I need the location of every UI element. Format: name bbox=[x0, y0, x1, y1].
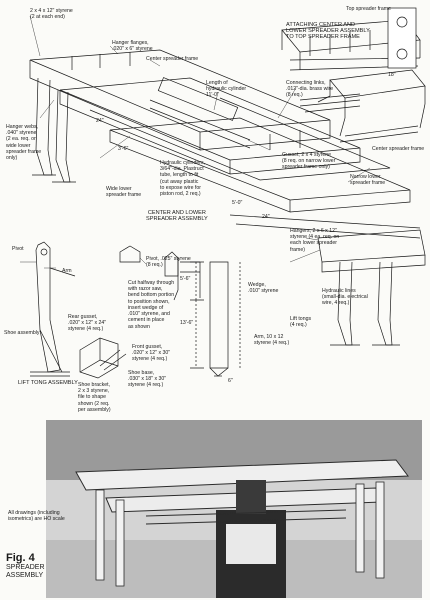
label-narrow-lower: Narrow lower spreader frame bbox=[350, 174, 386, 187]
label-dim-24-top: 24" bbox=[96, 118, 104, 124]
label-dim-5-0: 5'-0" bbox=[232, 200, 243, 206]
label-hanger-webs: Hanger webs, .040" styrene (2 ea. req. o… bbox=[6, 124, 42, 162]
label-center-frame-top: Center spreader frame bbox=[146, 56, 199, 62]
figure-number: Fig. 4 bbox=[6, 552, 35, 564]
label-rear-gusset: Rear gusset, .020" x 12" x 24" styrene (… bbox=[68, 314, 107, 333]
label-hydraulic-cylinders: Hydraulic cylinders, 3/64"-dia. Plastruc… bbox=[160, 160, 205, 198]
label-dim-3-6: 3'-6" bbox=[118, 146, 129, 152]
label-dim-18: 18" bbox=[388, 72, 396, 78]
model-photo bbox=[46, 420, 422, 598]
right-lift-tongs bbox=[229, 214, 426, 346]
label-front-gusset: Front gusset, .020" x 12" x 30" styrene … bbox=[132, 344, 171, 363]
label-shoe-base: Shoe base, .030" x 18" x 30" styrene (4 … bbox=[128, 370, 167, 389]
label-dim-5-6: 5'-6" bbox=[180, 276, 191, 282]
label-hydraulic-lines: Hydraulic lines (small-dia. electrical w… bbox=[322, 288, 368, 307]
label-wedge: Wedge, .010" styrene bbox=[248, 282, 279, 295]
main-lift-tongs bbox=[32, 77, 76, 183]
label-arm: Arm bbox=[62, 268, 72, 274]
label-gusset: Gusset, 2 x 4 styrene (8 req. on narrow … bbox=[282, 152, 336, 171]
shoe-detail bbox=[79, 337, 127, 379]
label-arm-styrene: Arm, 10 x 12 styrene (4 req.) bbox=[254, 334, 290, 347]
figure-title: SPREADER ASSEMBLY bbox=[6, 564, 45, 580]
lift-tong-detail bbox=[30, 241, 76, 377]
label-shoe-bracket: Shoe bracket, 2 x 3 styrene, file to sha… bbox=[78, 382, 111, 413]
top-frame-inset bbox=[281, 7, 426, 143]
label-lift-tongs: Lift tongs (4 req.) bbox=[290, 316, 312, 329]
label-connecting-links: Connecting links, .012"-dia. brass wire … bbox=[286, 80, 334, 99]
title-lift-tong-assembly: LIFT TONG ASSEMBLY bbox=[18, 380, 78, 386]
label-pivot: Pivot bbox=[12, 246, 24, 252]
label-top-frame: Top spreader frame bbox=[346, 6, 391, 12]
label-cut-halfway: Cut halfway through with razor saw, bend… bbox=[128, 280, 175, 330]
label-hanger-flanges: Hanger flanges, .020" x 6" styrene bbox=[112, 40, 153, 53]
label-pivot-styrene: Pivot, .025" styrene (8 req.) bbox=[146, 256, 191, 269]
model-photo-image bbox=[46, 420, 422, 598]
label-hangers: Hangers, 2 x 6 x 12" styrene (4 ea. req.… bbox=[290, 228, 340, 253]
label-shoe-assembly: Shoe assembly bbox=[4, 330, 40, 336]
tong-blank bbox=[190, 261, 241, 377]
leader-lines bbox=[20, 15, 371, 269]
figure-caption: Fig. 4 SPREADER ASSEMBLY bbox=[6, 552, 45, 580]
label-dim-24-mid: 24" bbox=[262, 214, 270, 220]
title-center-lower: CENTER AND LOWER SPREADER ASSEMBLY bbox=[146, 210, 208, 222]
label-dim-6: 6" bbox=[228, 378, 233, 384]
label-styrene-ends: 2 x 4 x 12" styrene (2 at each end) bbox=[30, 8, 73, 21]
label-dim-13-6: 13'-6" bbox=[180, 320, 194, 326]
spreader-frame-isometric bbox=[29, 49, 411, 213]
scale-note: All drawings (including isometrics) are … bbox=[8, 510, 65, 523]
label-wide-lower: Wide lower spreader frame bbox=[106, 186, 142, 199]
title-attaching: ATTACHING CENTER AND LOWER SPREADER ASSE… bbox=[286, 22, 370, 40]
label-length-cylinder: Length of hydraulic cylinder 11'-0" bbox=[206, 80, 247, 99]
label-center-frame-right: Center spreader frame bbox=[372, 146, 425, 152]
